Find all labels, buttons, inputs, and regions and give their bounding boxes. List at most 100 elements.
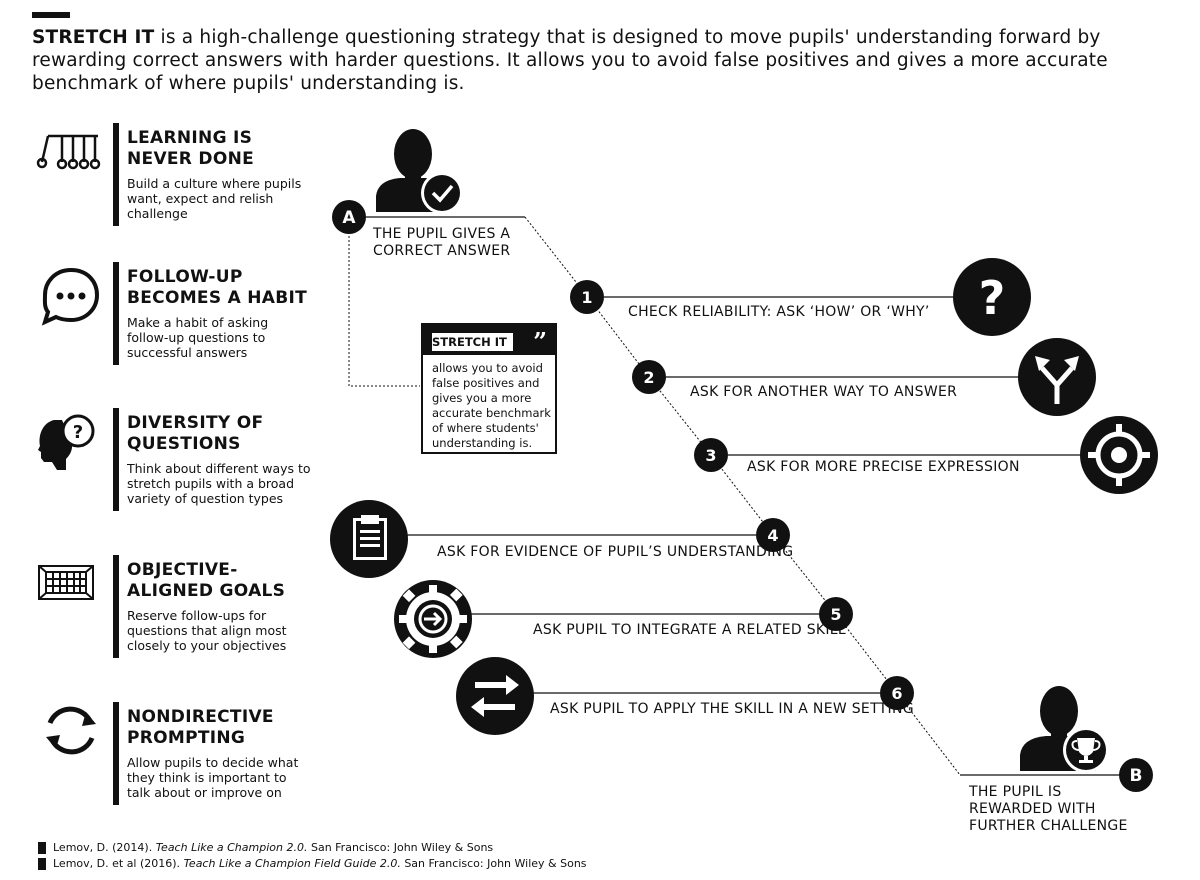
reference-publisher: San Francisco: John Wiley & Sons (400, 857, 587, 870)
step-number-2-text: 2 (643, 368, 654, 387)
principle-title: LEARNING IS NEVER DONE (127, 128, 254, 170)
principle-title-line: ALIGNED GOALS (127, 581, 286, 601)
principle-desc: Reserve follow-ups for questions that al… (127, 608, 287, 653)
step-label-5: ASK PUPIL TO INTEGRATE A RELATED SKILL (533, 622, 847, 638)
end-label-line: REWARDED WITH (969, 801, 1096, 817)
quote-header: STRETCH IT ” (423, 325, 555, 356)
step-number-5: 5 (819, 597, 853, 631)
principle-desc-line: they think is important to (127, 770, 287, 785)
step-number-1-text: 1 (581, 288, 592, 307)
principle-desc-line: Think about different ways to (127, 461, 311, 476)
refresh-arrows-icon (46, 706, 96, 755)
svg-text:?: ? (979, 271, 1006, 325)
intro-lead: STRETCH IT (32, 27, 155, 48)
principle-desc: Make a habit of asking follow-up questio… (127, 315, 268, 360)
svg-text:?: ? (73, 422, 83, 443)
start-label-line: CORRECT ANSWER (373, 243, 511, 259)
goal-net-icon (38, 565, 94, 600)
end-label-line: THE PUPIL IS (969, 784, 1062, 800)
quote-mark-icon: ” (533, 327, 547, 356)
principle-desc-line: closely to your objectives (127, 638, 287, 653)
principle-title-line: PROMPTING (127, 728, 246, 748)
principle-desc-line: variety of question types (127, 491, 284, 506)
head-question-icon: ? (38, 414, 95, 470)
principle-desc: Think about different ways to stretch pu… (127, 461, 311, 506)
end-label-line: FURTHER CHALLENGE (969, 818, 1128, 834)
principle-desc: Allow pupils to decide what they think i… (127, 755, 298, 800)
marker-b-label: B (1130, 766, 1143, 786)
pupil-check-icon (376, 129, 463, 214)
step-number-3: 3 (694, 438, 728, 472)
step-label-6: ASK PUPIL TO APPLY THE SKILL IN A NEW SE… (550, 701, 914, 717)
reference-author: Lemov, D. et al (2016). (53, 857, 184, 870)
reference-publisher: San Francisco: John Wiley & Sons (307, 841, 494, 854)
quote-body: allows you to avoid false positives and … (432, 361, 551, 450)
principle-bar (113, 702, 119, 805)
principle-desc-line: Make a habit of asking (127, 315, 269, 330)
principle-desc-line: stretch pupils with a broad (127, 476, 295, 491)
end-label: THE PUPIL IS REWARDED WITH FURTHER CHALL… (969, 784, 1128, 835)
start-label: THE PUPIL GIVES A CORRECT ANSWER (373, 226, 510, 260)
step-number-4: 4 (756, 518, 790, 552)
principle-title: NONDIRECTIVE PROMPTING (127, 707, 274, 749)
principle-desc-line: Allow pupils to decide what (127, 755, 299, 770)
step-number-2: 2 (632, 360, 666, 394)
reference-2: Lemov, D. et al (2016). Teach Like a Cha… (53, 857, 587, 871)
principle-title-line: LEARNING IS (127, 128, 253, 148)
principle-bar (113, 555, 119, 658)
reference-title: Teach Like a Champion Field Guide 2.0. (183, 857, 401, 870)
step-label-1: CHECK RELIABILITY: ASK ‘HOW’ OR ‘WHY’ (628, 304, 930, 320)
step-number-4-text: 4 (767, 526, 778, 545)
principle-title: FOLLOW-UP BECOMES A HABIT (127, 267, 307, 309)
step-number-3-text: 3 (705, 446, 716, 465)
principle-desc-line: Reserve follow-ups for (127, 608, 267, 623)
principle-desc-line: Build a culture where pupils (127, 176, 302, 191)
principle-title-line: NEVER DONE (127, 149, 255, 169)
principle-bar (113, 262, 119, 365)
step-number-1: 1 (570, 280, 604, 314)
reference-title: Teach Like a Champion 2.0. (155, 841, 308, 854)
fork-arrows-icon (1018, 338, 1096, 416)
quote-title: STRETCH IT (432, 333, 513, 351)
step-label-3: ASK FOR MORE PRECISE EXPRESSION (747, 459, 1020, 475)
target-icon (1080, 416, 1158, 494)
principle-title-line: FOLLOW-UP (127, 267, 243, 287)
step-label-4: ASK FOR EVIDENCE OF PUPIL’S UNDERSTANDIN… (437, 544, 794, 560)
marker-a-label: A (342, 208, 356, 228)
principle-title-line: OBJECTIVE- (127, 560, 238, 580)
principle-desc-line: questions that align most (127, 623, 287, 638)
principle-title-line: QUESTIONS (127, 434, 241, 454)
top-accent-bar (32, 12, 70, 18)
principle-bar (113, 123, 119, 226)
principle-title-line: DIVERSITY OF (127, 413, 264, 433)
reference-author: Lemov, D. (2014). (53, 841, 156, 854)
principle-title: DIVERSITY OF QUESTIONS (127, 413, 263, 455)
intro-paragraph: STRETCH IT is a high-challenge questioni… (32, 26, 1182, 95)
principle-title: OBJECTIVE- ALIGNED GOALS (127, 560, 285, 602)
clipboard-icon (330, 500, 408, 578)
newtons-cradle-icon (36, 134, 101, 170)
step-label-2: ASK FOR ANOTHER WAY TO ANSWER (690, 384, 958, 400)
principle-bar (113, 408, 119, 511)
principle-desc-line: successful answers (127, 345, 248, 360)
start-label-line: THE PUPIL GIVES A (373, 226, 511, 242)
step-number-6-text: 6 (891, 684, 902, 703)
marker-b: B (1119, 758, 1153, 792)
step-number-5-text: 5 (830, 605, 841, 624)
principle-desc: Build a culture where pupils want, expec… (127, 176, 301, 221)
quote-box: STRETCH IT ” allows you to avoid false p… (421, 323, 557, 454)
speech-bubble-icon (41, 267, 100, 326)
question-mark-icon: ? (953, 258, 1031, 336)
principle-desc-line: talk about or improve on (127, 785, 282, 800)
marker-a: A (332, 200, 366, 234)
step-number-6: 6 (880, 676, 914, 710)
reference-bullet (38, 858, 46, 870)
swap-arrows-icon (456, 657, 534, 735)
principle-title-line: NONDIRECTIVE (127, 707, 274, 727)
intro-text: is a high-challenge questioning strategy… (32, 27, 1108, 94)
principle-title-line: BECOMES A HABIT (127, 288, 308, 308)
gear-arrow-icon (394, 580, 472, 658)
principle-desc-line: want, expect and relish (127, 191, 274, 206)
principle-desc-line: follow-up questions to (127, 330, 266, 345)
